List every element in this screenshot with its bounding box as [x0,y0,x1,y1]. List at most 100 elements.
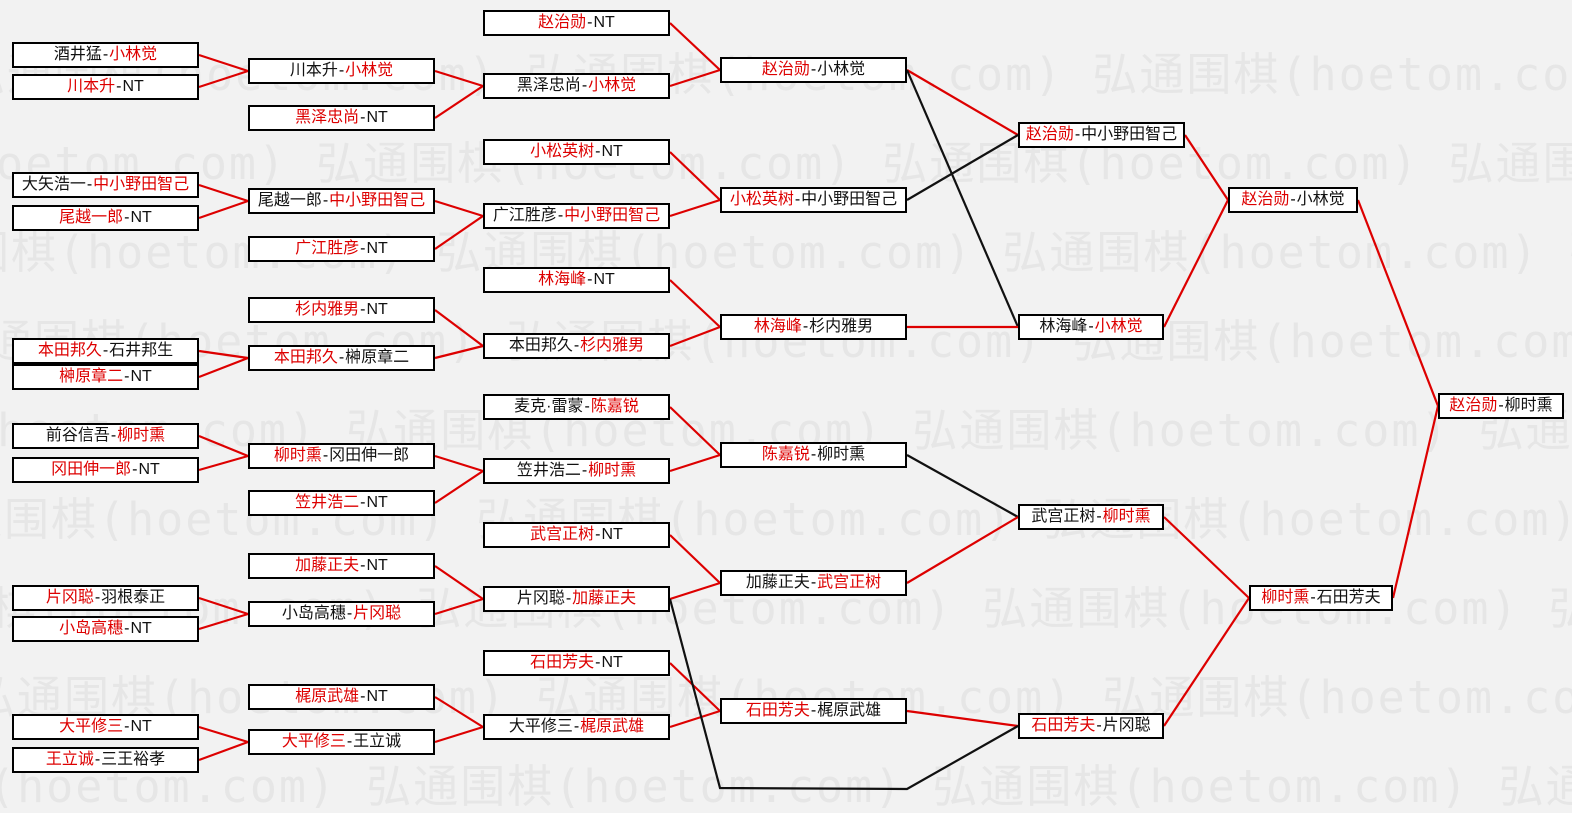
name-separator: - [360,688,366,705]
player-name: 梶原武雄 [580,718,645,735]
winner-path-line [669,709,721,729]
player-name: 尾越一郎 [257,192,322,209]
name-separator: - [810,446,817,463]
player-name: 加藤正夫 [295,557,360,574]
name-separator: - [810,574,817,591]
name-separator: - [802,318,809,335]
player-name: 石井邦生 [109,342,174,359]
player-name: 黑泽忠尚 [516,77,581,94]
player-name: 大平修三 [508,718,573,735]
player-name: 小林觉 [345,62,394,79]
match-box-k2: 黑泽忠尚-小林觉 [483,73,670,99]
player-name: 林海峰 [1039,318,1088,335]
player-name: 武宫正树 [817,574,882,591]
match-box-n7: 前谷信吾-柳时熏 [12,423,199,449]
winner-path-line [434,69,484,88]
name-separator: - [360,301,366,318]
player-name: 尾越一郎 [59,209,124,226]
name-separator: - [573,337,580,354]
player-name: 柳时熏 [1261,589,1310,606]
player-name: 中小野田智己 [93,176,190,193]
player-name: 大平修三 [59,718,124,735]
player-name: 酒井猛 [53,46,102,63]
match-box-k10: 片冈聪-加藤正夫 [483,586,670,612]
player-name: 川本升 [67,78,116,95]
winner-path-line [1391,405,1440,599]
match-box-k1: 赵治勋-NT [483,10,670,36]
player-name: 广江胜彦 [295,240,360,257]
player-name: 柳时熏 [117,427,166,444]
name-separator: - [338,349,345,366]
match-box-n10: 小岛高穗-NT [12,616,199,642]
name-separator: - [581,77,588,94]
loser-drop-line [906,134,1019,201]
name-separator: - [322,447,329,464]
player-name: 柳时熏 [817,446,866,463]
match-box-n6: 榊原章二-NT [12,364,199,390]
match-box-m5: 杉内雅男-NT [248,297,435,323]
match-box-n1: 酒井猛-小林觉 [12,42,199,68]
name-separator: - [346,733,353,750]
player-name: 大矢浩一 [21,176,86,193]
player-name: 小林觉 [1296,191,1345,208]
winner-path-line [1163,597,1250,727]
match-box-m9: 加藤正夫-NT [248,553,435,579]
match-box-n12: 王立诚-三王裕孝 [12,747,199,773]
match-box-m3: 尾越一郎-中小野田智己 [248,188,435,214]
player-name: 小林觉 [1094,318,1143,335]
winner-path-line [669,151,721,201]
winner-path-line [669,198,721,218]
name-separator: - [581,462,588,479]
name-separator: - [94,589,101,606]
name-separator: - [86,176,93,193]
player-name: 林海峰 [538,271,587,288]
name-separator: - [1096,508,1102,525]
player-name: 片冈聪 [353,605,402,622]
player-name: 冈田伸一郎 [329,447,410,464]
name-separator: - [360,557,366,574]
name-separator: - [557,207,564,224]
player-name: NT [366,557,388,574]
player-name: 加藤正夫 [745,574,810,591]
match-box-k6: 本田邦久-杉内雅男 [483,333,670,359]
name-separator: - [595,526,601,543]
match-box-t1: 赵治勋-小林觉 [1228,187,1358,213]
name-separator: - [595,143,601,160]
name-separator: - [322,192,329,209]
match-box-q2: 小松英树-中小野田智己 [720,187,907,213]
winner-path-line [198,356,249,379]
player-name: NT [366,240,388,257]
match-box-q1: 赵治勋-小林觉 [720,57,907,83]
match-box-m8: 笠井浩二-NT [248,490,435,516]
winner-path-line [198,740,249,762]
watermark-text: 弘通围棋(hoetom.com) 弘通围棋(hoetom.com) 弘通围棋(h… [0,760,1572,813]
match-box-q5: 加藤正夫-武宫正树 [720,570,907,596]
player-name: NT [122,78,144,95]
winner-path-line [669,68,721,88]
name-separator: - [1074,126,1081,143]
player-name: 本田邦久 [508,337,573,354]
winner-path-line [906,69,1019,136]
name-separator: - [810,702,817,719]
name-separator: - [338,62,345,79]
player-name: 柳时熏 [1102,508,1151,525]
player-name: NT [601,526,623,543]
player-name: 中小野田智己 [564,207,661,224]
player-name: 小岛高穗 [59,620,124,637]
match-box-t2: 柳时熏-石田芳夫 [1249,585,1393,611]
winner-path-line [198,612,249,631]
name-separator: - [1498,397,1504,414]
winner-path-line [198,454,249,472]
name-separator: - [346,605,353,622]
winner-path-line [669,325,721,348]
player-name: 小松英树 [729,191,794,208]
winner-path-line [906,709,1019,728]
match-box-n4: 尾越一郎-NT [12,205,199,231]
player-name: 羽根泰正 [101,589,166,606]
name-separator: - [587,14,593,31]
match-box-n5: 本田邦久-石井邦生 [12,338,199,364]
player-name: 大平修三 [281,733,346,750]
winner-path-line [1163,199,1229,328]
match-box-n8: 冈田伸一郎-NT [12,457,199,483]
name-separator: - [794,191,801,208]
